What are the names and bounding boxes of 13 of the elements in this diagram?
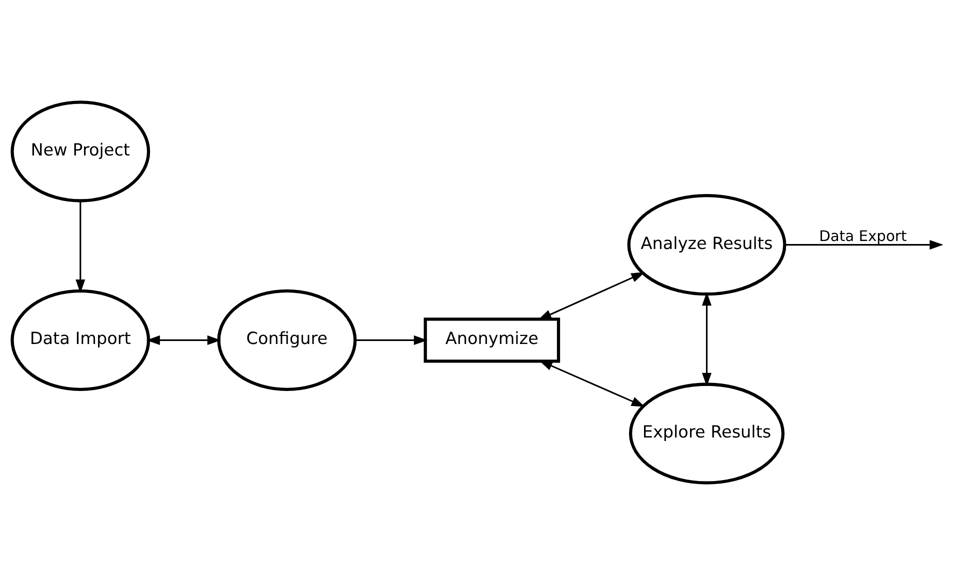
node-box: Anonymize [424,317,560,362]
node-ellipse: Data Import [10,288,150,391]
edge-label: Data Export [819,227,907,244]
arrow [76,200,86,293]
arrow [538,360,646,406]
arrow [355,334,428,344]
arrow [702,291,712,386]
node-ellipse: Analyze Results [627,193,786,296]
node-ellipse: Configure [217,288,357,391]
node-ellipse: New Project [10,100,150,202]
arrow [146,334,221,344]
arrow [538,272,645,320]
arrow [784,240,944,250]
